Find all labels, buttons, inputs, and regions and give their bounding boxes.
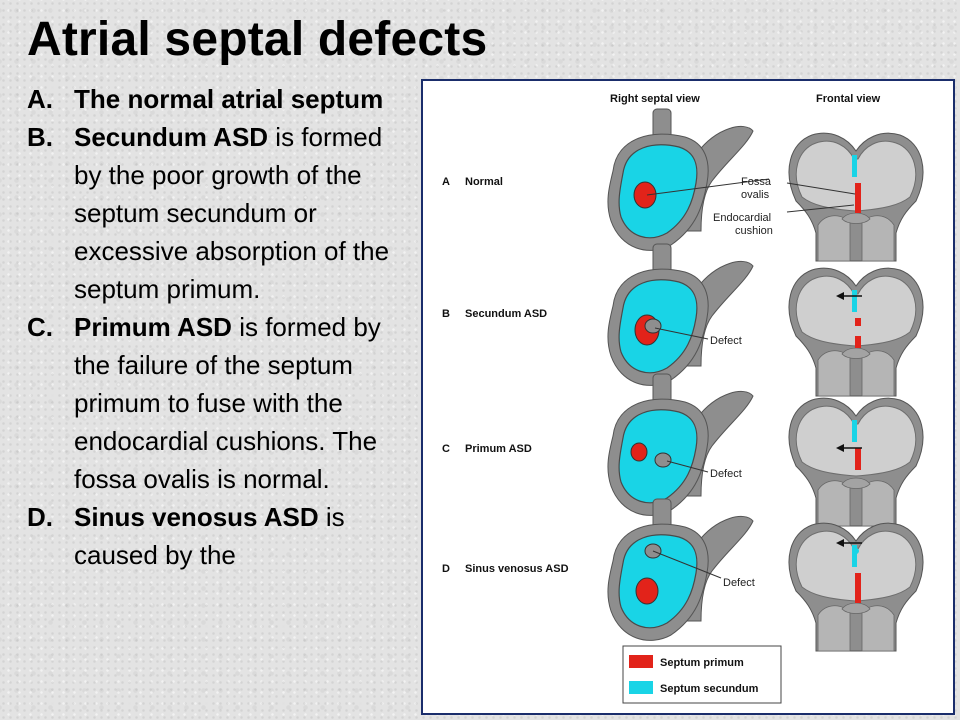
point-term: Primum ASD xyxy=(74,312,232,342)
point-text: is caused by the xyxy=(74,502,345,570)
row-letter-a: A xyxy=(442,176,450,188)
legend-swatch-septum-secundum xyxy=(629,681,653,694)
row-letter-c: C xyxy=(442,443,450,455)
rsv-heart-b xyxy=(607,243,754,387)
leader-fossa-frontal xyxy=(786,182,856,195)
rsv-heart-a xyxy=(607,108,754,252)
leader-fossa xyxy=(646,178,770,196)
header-right-septal-view: Right septal view xyxy=(610,93,700,105)
rsv-heart-c xyxy=(607,373,754,517)
callout-fossa-ovalis: Fossa xyxy=(741,176,772,188)
fv-heart-a xyxy=(788,132,924,262)
point-term: Sinus venosus ASD xyxy=(74,502,319,532)
row-label-b: Secundum ASD xyxy=(465,308,547,320)
callout-defect-c: Defect xyxy=(710,468,742,480)
leader-defect-b xyxy=(654,327,709,340)
asd-diagram: Right septal view Frontal view A Normal … xyxy=(442,93,924,704)
leader-endocardial xyxy=(786,204,855,213)
fv-heart-b xyxy=(788,267,924,397)
row-label-c: Primum ASD xyxy=(465,443,532,455)
callout-fossa-ovalis: ovalis xyxy=(741,189,770,201)
fv-heart-d xyxy=(788,522,924,652)
row-letter-b: B xyxy=(442,308,450,320)
point-letter: A. xyxy=(27,84,53,114)
point-list: A. The normal atrial septum B. Secundum AS… xyxy=(27,80,412,574)
point-text: is formed by the poor growth of the sept… xyxy=(74,122,390,304)
callout-endocardial-cushion: cushion xyxy=(735,225,773,237)
point-d: D. Sinus venosus ASD is caused by the xyxy=(27,498,412,574)
point-b: B. Secundum ASD is formed by the poor gro… xyxy=(27,118,412,308)
legend-label-septum-secundum: Septum secundum xyxy=(660,683,759,695)
leader-defect-d xyxy=(652,550,722,579)
row-letter-d: D xyxy=(442,563,450,575)
point-letter: D. xyxy=(27,502,53,532)
point-term: The normal atrial septum xyxy=(74,84,384,114)
fv-heart-c xyxy=(788,397,924,527)
callout-defect-d: Defect xyxy=(723,577,755,589)
point-term: Secundum ASD xyxy=(74,122,269,152)
point-a: A. The normal atrial septum xyxy=(27,80,412,118)
legend-swatch-septum-primum xyxy=(629,655,653,668)
callout-endocardial-cushion: Endocardial xyxy=(713,212,771,224)
row-label-a: Normal xyxy=(465,176,503,188)
legend-label-septum-primum: Septum primum xyxy=(660,657,744,669)
leader-defect-c xyxy=(666,460,709,473)
point-text: is formed by the failure of the septum p… xyxy=(74,312,381,494)
legend: Septum primum Septum secundum xyxy=(622,645,782,704)
header-frontal-view: Frontal view xyxy=(816,93,881,105)
point-letter: C. xyxy=(27,312,53,342)
point-c: C. Primum ASD is formed by the failure of… xyxy=(27,308,412,498)
asd-figure: Right septal view Frontal view A Normal … xyxy=(421,79,955,715)
slide-title: Atrial septal defects xyxy=(27,13,488,66)
row-label-d: Sinus venosus ASD xyxy=(465,563,569,575)
callout-defect-b: Defect xyxy=(710,335,742,347)
point-letter: B. xyxy=(27,122,53,152)
rsv-heart-d xyxy=(607,498,754,642)
